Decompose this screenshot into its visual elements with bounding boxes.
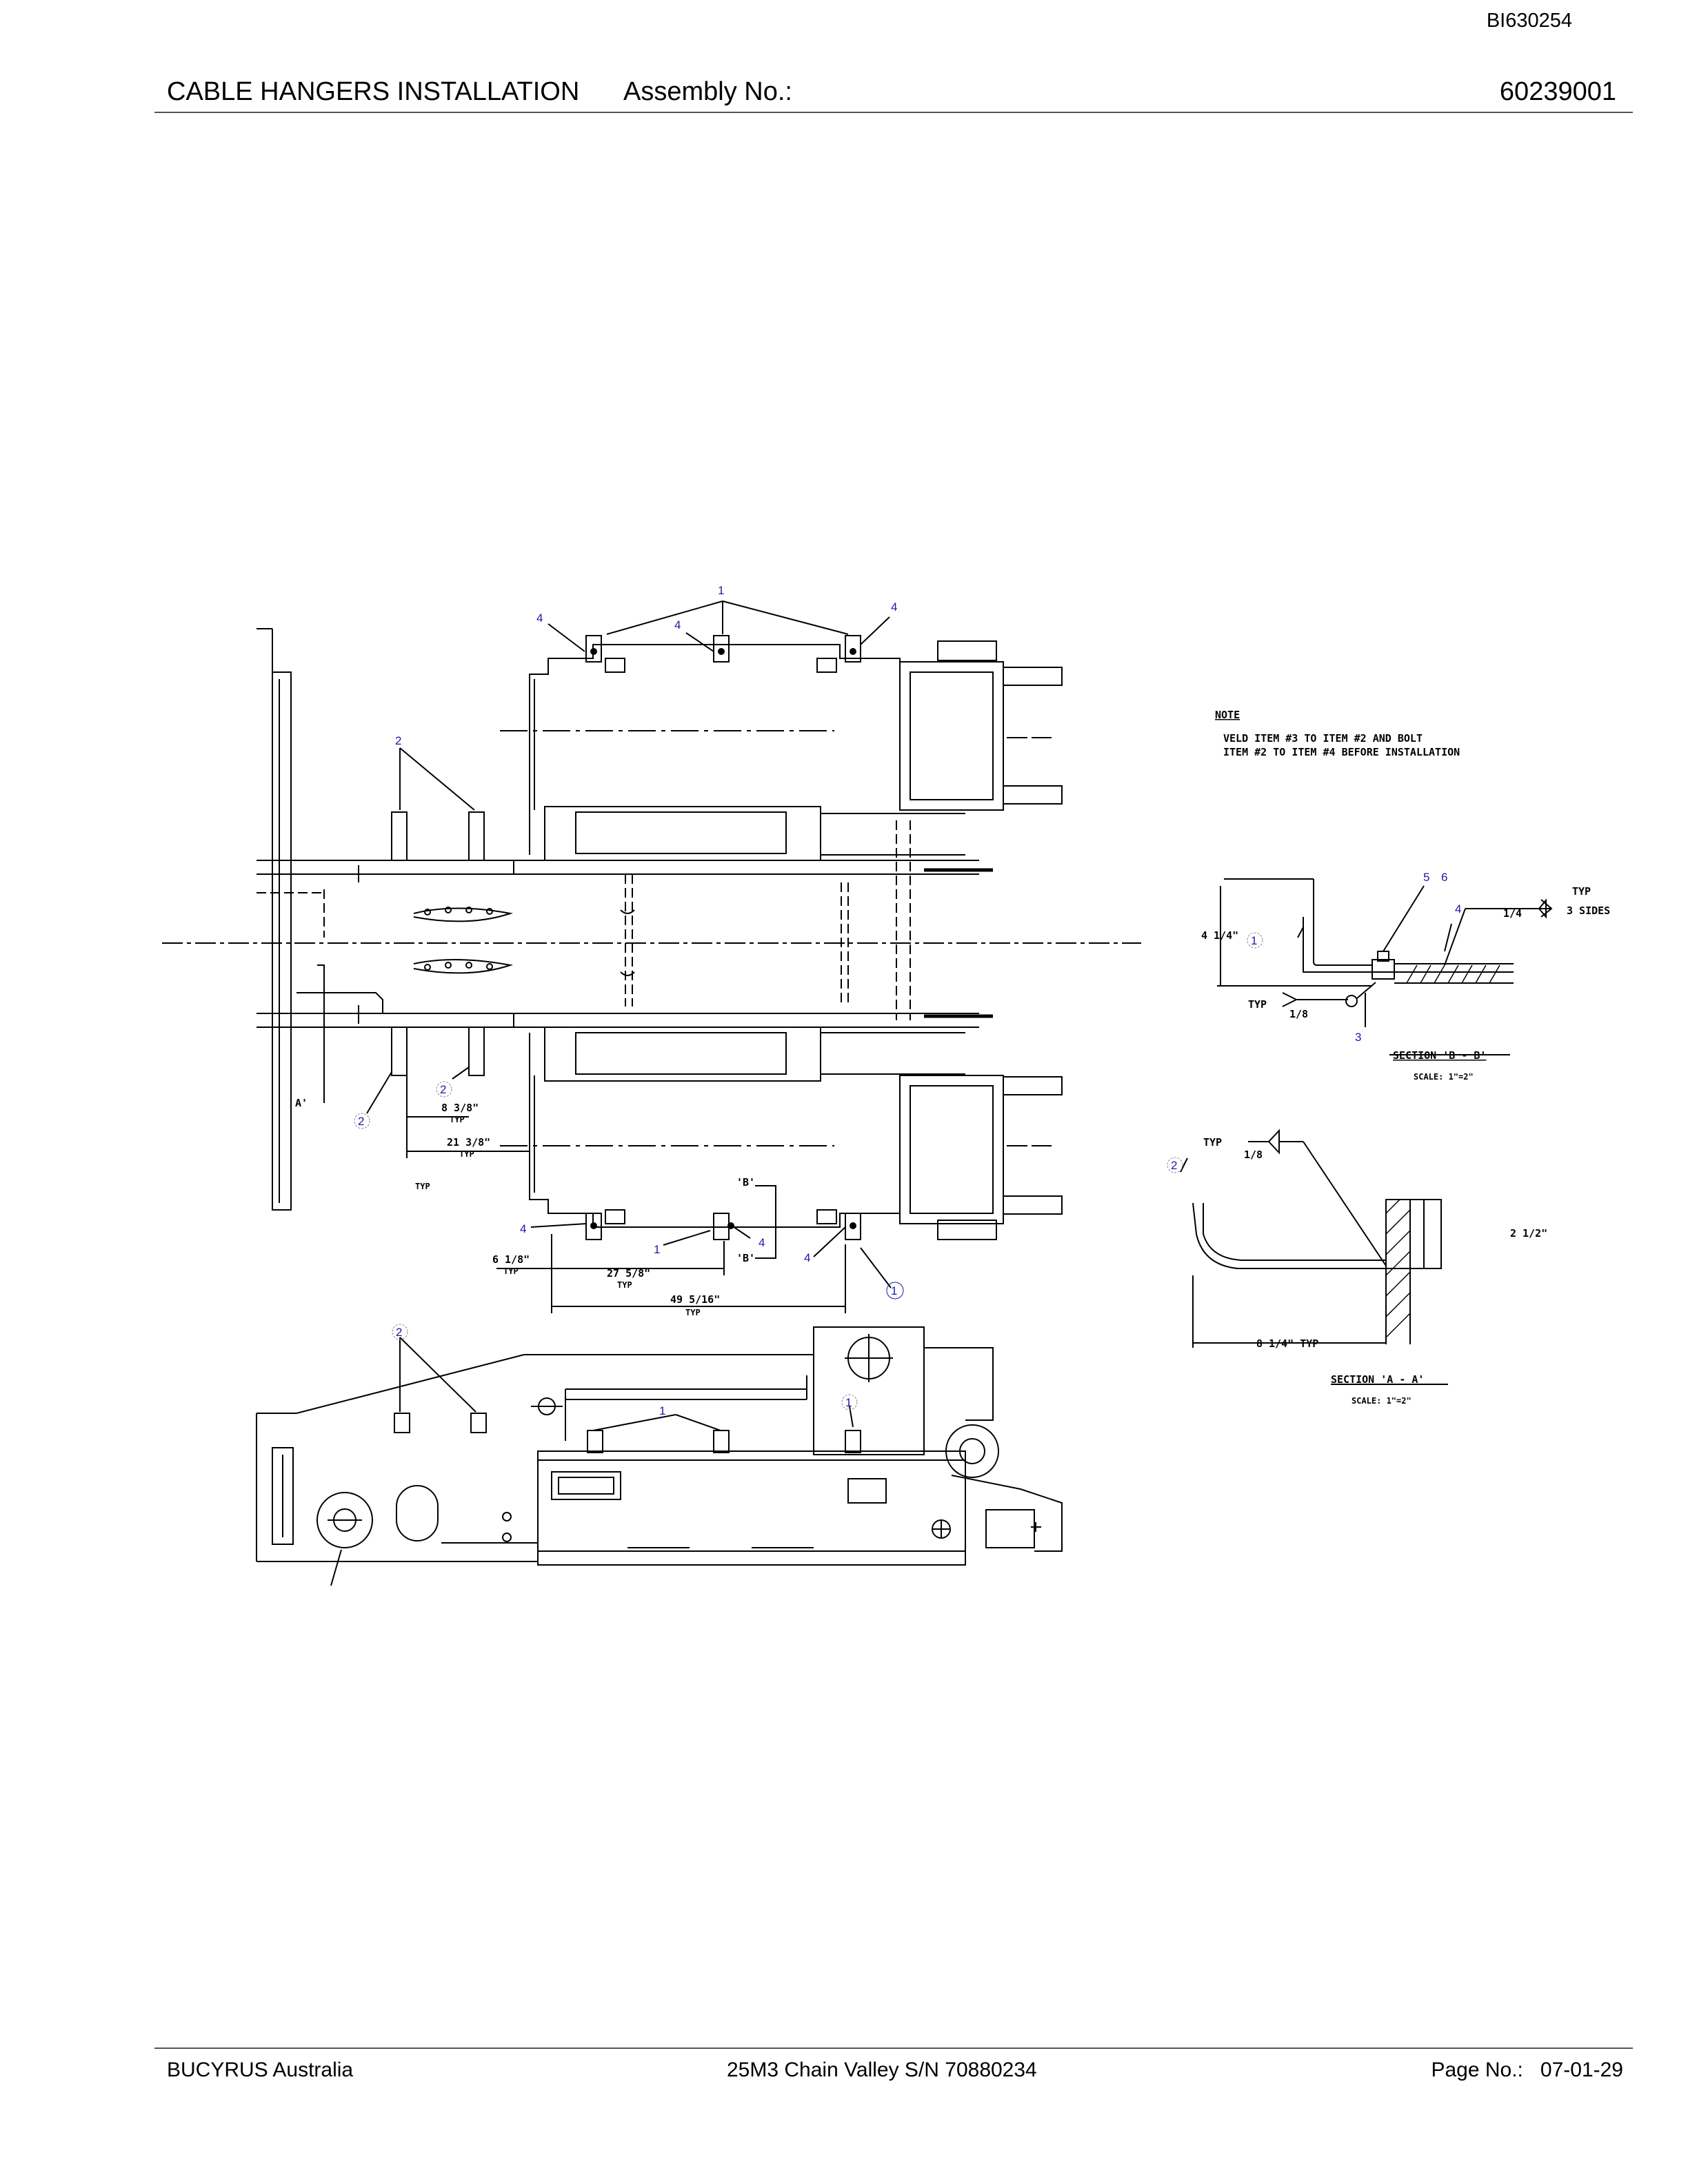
section-mark-b-bottom: 'B' bbox=[736, 1252, 755, 1264]
dim-2-1-2: 2 1/2" bbox=[1510, 1227, 1547, 1240]
side-elevation bbox=[256, 1326, 1063, 1586]
page-title: CABLE HANGERS INSTALLATION bbox=[167, 77, 580, 106]
balloon-4-c: 4 bbox=[891, 600, 897, 614]
balloon-2-aa: 2 bbox=[1171, 1159, 1177, 1172]
footer-page-label: Page No.: bbox=[1431, 2059, 1523, 2081]
bottom-hanger-1 bbox=[585, 1209, 625, 1240]
dim-49-5-16: 49 5/16" bbox=[670, 1293, 720, 1306]
dim-6-1-8: 6 1/8" bbox=[492, 1253, 530, 1266]
plan-view bbox=[162, 600, 1141, 1313]
balloon-4-a: 4 bbox=[536, 611, 543, 625]
balloon-1-side-b: 1 bbox=[845, 1396, 852, 1409]
bottom-hanger-3 bbox=[816, 1209, 861, 1240]
balloon-1-top: 1 bbox=[718, 584, 724, 597]
dim-21-3-8: 21 3/8" bbox=[447, 1136, 490, 1149]
dim-8-3-8-typ: TYP bbox=[450, 1115, 465, 1124]
section-mark-b-top: 'B' bbox=[736, 1176, 755, 1189]
dim-8-3-8: 8 3/8" bbox=[441, 1102, 479, 1114]
weld-typ-bb: TYP bbox=[1248, 998, 1267, 1011]
footer-page-number: 07-01-29 bbox=[1540, 2059, 1623, 2081]
note-line-2: ITEM #2 TO ITEM #4 BEFORE INSTALLATION bbox=[1223, 746, 1460, 758]
footer-machine: 25M3 Chain Valley S/N 70880234 bbox=[727, 2059, 1037, 2081]
section-aa-title: SECTION 'A - A' bbox=[1331, 1373, 1424, 1386]
note-line-1: VELD ITEM #3 TO ITEM #2 AND BOLT bbox=[1223, 732, 1423, 745]
weld-fillet-1-8-aa: 1/8 bbox=[1244, 1149, 1263, 1161]
dim-4-1-4: 4 1/4" bbox=[1201, 929, 1238, 942]
balloon-1-bb: 1 bbox=[1251, 934, 1257, 947]
balloon-4-f: 4 bbox=[804, 1251, 810, 1264]
weld-3-sides: 3 SIDES bbox=[1567, 904, 1610, 917]
section-mark-a: A' bbox=[295, 1097, 308, 1109]
balloon-1-bottom: 1 bbox=[654, 1243, 660, 1256]
dim-6-1-8-typ: TYP bbox=[503, 1266, 519, 1276]
balloon-5: 5 bbox=[1423, 871, 1429, 884]
page-header: CABLE HANGERS INSTALLATION Assembly No.:… bbox=[154, 77, 1633, 113]
dim-49-5-16-typ: TYP bbox=[685, 1308, 701, 1317]
dim-27-5-8: 27 5/8" bbox=[607, 1267, 650, 1280]
document-id: BI630254 bbox=[1486, 10, 1572, 32]
balloon-4-bb: 4 bbox=[1455, 902, 1461, 916]
page-footer: BUCYRUS Australia 25M3 Chain Valley S/N … bbox=[154, 2048, 1633, 2081]
note-block: NOTE VELD ITEM #3 TO ITEM #2 AND BOLT IT… bbox=[1215, 709, 1460, 758]
assembly-label: Assembly No.: bbox=[623, 77, 792, 106]
note-heading: NOTE bbox=[1215, 709, 1240, 721]
footer-company: BUCYRUS Australia bbox=[167, 2059, 354, 2081]
weld-fillet-1-8-bb: 1/8 bbox=[1289, 1008, 1308, 1020]
section-titles: SECTION 'B - B' SCALE: 1"=2" SECTION 'A … bbox=[1331, 1049, 1486, 1406]
section-bb-title: SECTION 'B - B' bbox=[1393, 1049, 1486, 1062]
balloon-4-b: 4 bbox=[674, 618, 681, 631]
balloon-1-circled: 1 bbox=[891, 1284, 897, 1297]
section-aa bbox=[1180, 1129, 1448, 1385]
bottom-hanger-2 bbox=[713, 1213, 734, 1240]
balloon-2-side: 2 bbox=[396, 1326, 402, 1339]
section-aa-scale: SCALE: 1"=2" bbox=[1352, 1396, 1411, 1406]
balloon-1-side: 1 bbox=[659, 1404, 665, 1417]
balloon-2-c: 2 bbox=[358, 1115, 364, 1128]
dimension-labels: 8 3/8" TYP 21 3/8" TYP TYP 6 1/8" TYP 27… bbox=[295, 929, 1547, 1350]
weld-typ-aa: TYP bbox=[1203, 1136, 1222, 1149]
assembly-number: 60239001 bbox=[1499, 77, 1616, 106]
dim-typ-note: TYP bbox=[415, 1182, 430, 1191]
weld-labels: 1/4 TYP 3 SIDES TYP 1/8 TYP 1/8 bbox=[1203, 885, 1610, 1161]
dim-21-3-8-typ: TYP bbox=[459, 1149, 474, 1159]
weld-fillet-1-4: 1/4 bbox=[1503, 907, 1522, 920]
balloon-labels: 1 4 4 4 2 2 2 4 1 4 4 1 2 1 1 5 6 4 1 3 … bbox=[354, 584, 1461, 1417]
footer-page: Page No.: 07-01-29 bbox=[1431, 2059, 1623, 2082]
balloon-4-d: 4 bbox=[520, 1222, 526, 1235]
section-bb-scale: SCALE: 1"=2" bbox=[1414, 1072, 1474, 1082]
balloon-3: 3 bbox=[1355, 1031, 1361, 1044]
dim-27-5-8-typ: TYP bbox=[617, 1280, 632, 1290]
balloon-2-b: 2 bbox=[440, 1083, 446, 1096]
top-hanger-2 bbox=[713, 635, 730, 663]
top-hanger-3 bbox=[816, 635, 861, 673]
top-hanger-1 bbox=[585, 635, 625, 673]
balloon-2-a: 2 bbox=[395, 734, 401, 747]
weld-typ-a: TYP bbox=[1572, 885, 1591, 898]
dim-8-1-4: 8 1/4" TYP bbox=[1256, 1337, 1318, 1350]
balloon-4-e: 4 bbox=[758, 1236, 765, 1249]
section-bb bbox=[1217, 878, 1553, 1055]
balloon-6: 6 bbox=[1441, 871, 1447, 884]
